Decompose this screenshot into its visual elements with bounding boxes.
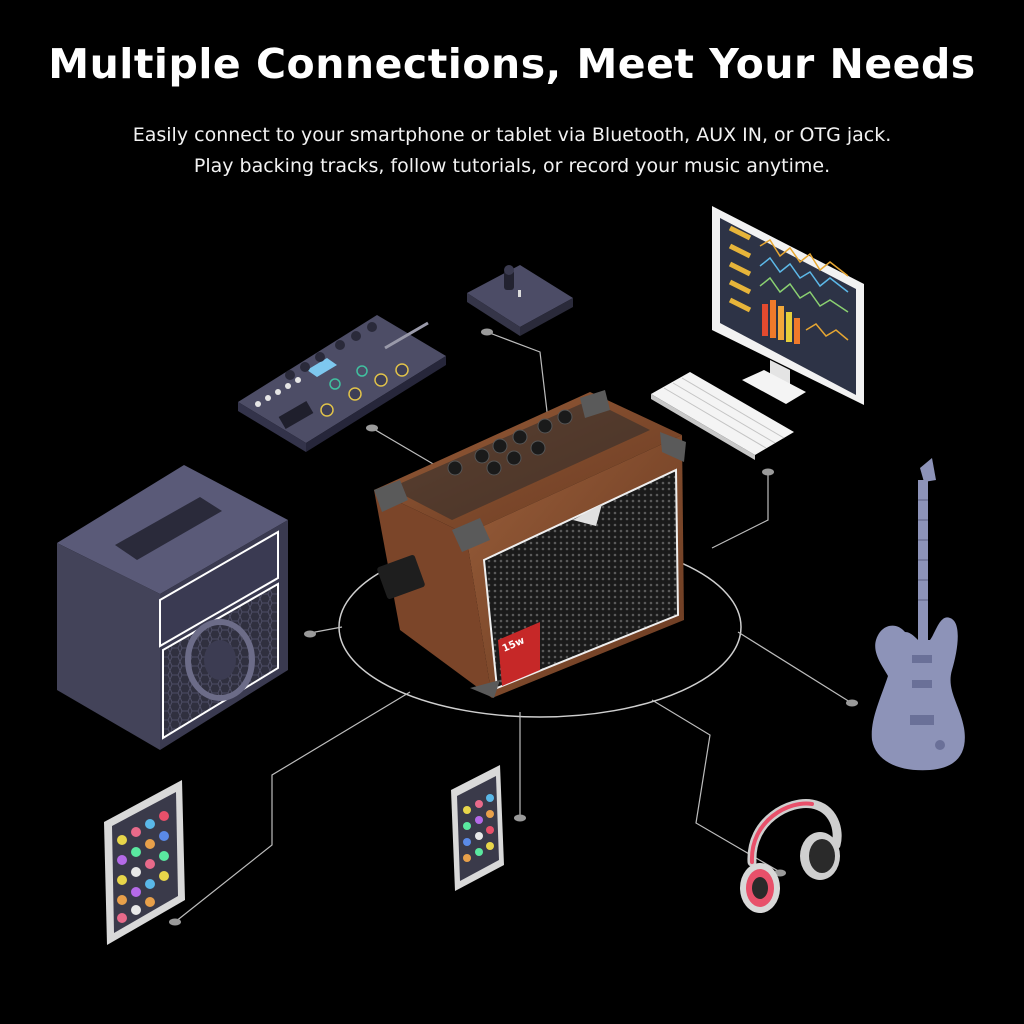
footswitch-icon — [467, 265, 573, 336]
speaker-cabinet-icon — [57, 465, 288, 750]
subtitle-line-2: Play backing tracks, follow tutorials, o… — [193, 155, 831, 177]
computer-monitor-icon — [712, 206, 864, 405]
connector-dots — [169, 328, 858, 926]
connector-lines — [174, 331, 851, 923]
amp-handle — [377, 555, 425, 599]
smartphone-icon — [451, 765, 504, 891]
page-title: Multiple Connections, Meet Your Needs — [48, 40, 976, 88]
electric-guitar-icon — [871, 458, 965, 771]
multi-effects-pedal-icon — [238, 315, 446, 452]
amplifier-icon: 15w — [374, 390, 686, 698]
headphones-icon — [740, 799, 842, 913]
subtitle-line-1: Easily connect to your smartphone or tab… — [132, 124, 892, 146]
tablet-icon — [104, 780, 185, 945]
keyboard-icon — [651, 372, 794, 460]
